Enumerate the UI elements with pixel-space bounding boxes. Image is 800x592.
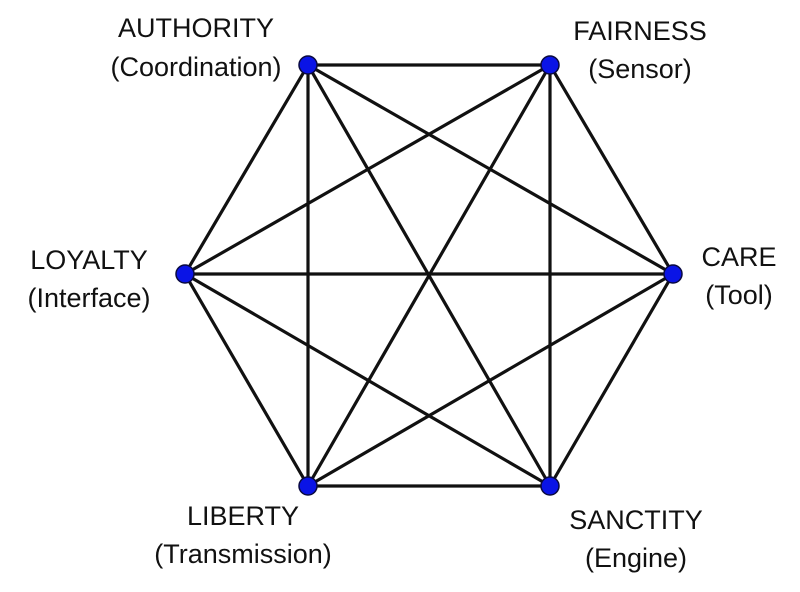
edge-loyalty-liberty xyxy=(183,272,310,488)
node-role-sanctity: (Engine) xyxy=(585,543,687,573)
node-role-fairness: (Sensor) xyxy=(588,54,692,84)
node-authority xyxy=(298,55,318,75)
edge-fairness-care xyxy=(548,63,675,276)
node-fairness xyxy=(540,55,560,75)
node-name-liberty: LIBERTY xyxy=(187,501,299,531)
edge-care-sanctity xyxy=(548,272,675,488)
node-label-liberty: LIBERTY (Transmission) xyxy=(154,501,332,569)
node-care xyxy=(663,264,683,284)
node-role-loyalty: (Interface) xyxy=(27,283,150,313)
labels-layer: AUTHORITY (Coordination) FAIRNESS (Senso… xyxy=(27,13,776,573)
node-label-sanctity: SANCTITY (Engine) xyxy=(569,505,703,573)
nodes-layer xyxy=(175,55,683,496)
node-label-fairness: FAIRNESS (Sensor) xyxy=(573,16,707,84)
node-liberty xyxy=(298,476,318,496)
node-role-liberty: (Transmission) xyxy=(154,539,332,569)
node-name-loyalty: LOYALTY xyxy=(30,245,148,275)
node-role-care: (Tool) xyxy=(705,280,773,310)
edge-authority-loyalty xyxy=(183,63,310,276)
edges-layer xyxy=(183,63,675,488)
edge-care-liberty xyxy=(306,272,675,488)
node-name-authority: AUTHORITY xyxy=(118,13,274,43)
node-loyalty xyxy=(175,264,195,284)
node-role-authority: (Coordination) xyxy=(110,52,281,82)
node-label-care: CARE (Tool) xyxy=(701,242,776,310)
node-name-sanctity: SANCTITY xyxy=(569,505,703,535)
edge-loyalty-sanctity xyxy=(183,272,552,488)
node-sanctity xyxy=(540,476,560,496)
node-name-fairness: FAIRNESS xyxy=(573,16,707,46)
node-label-authority: AUTHORITY (Coordination) xyxy=(110,13,281,82)
edge-fairness-loyalty xyxy=(183,63,552,276)
node-name-care: CARE xyxy=(701,242,776,272)
node-label-loyalty: LOYALTY (Interface) xyxy=(27,245,150,313)
